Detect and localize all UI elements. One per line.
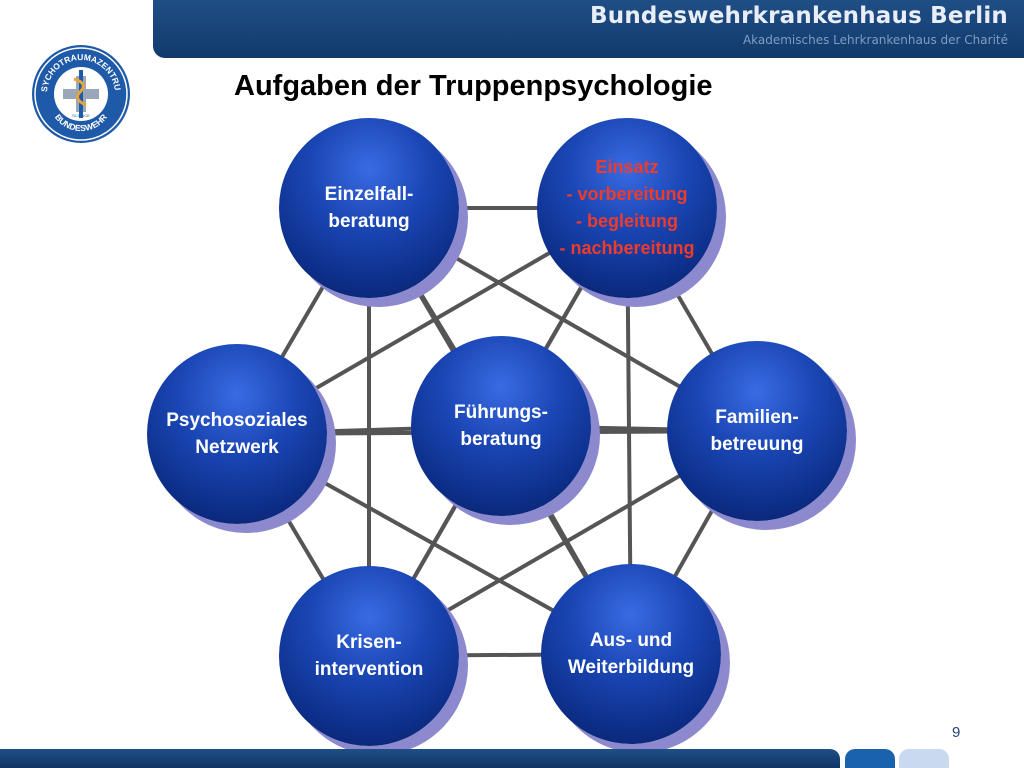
node-label-line: intervention xyxy=(314,659,424,680)
node-label-line: Einsatz xyxy=(595,157,659,177)
node-label-line: Psychosoziales xyxy=(166,410,308,431)
node-fuehrungsberatung: Führungs- beratung xyxy=(411,336,591,516)
hospital-name: Bundeswehrkrankenhaus Berlin xyxy=(590,3,1008,29)
node-psychosoziales-netzwerk: Psychosoziales Netzwerk xyxy=(147,344,327,524)
node-krisenintervention: Krisen- intervention xyxy=(279,566,459,746)
node-label-line: Krisen- xyxy=(336,632,402,653)
footer-tab-dark xyxy=(845,749,895,768)
psychotraumazentrum-logo-icon: PSYCHOTRAUMAZENTRUM BUNDESWEHR SCIENCE xyxy=(30,43,132,145)
node-einzelfallberatung: Einzelfall- beratung xyxy=(279,118,459,298)
node-label-line: Netzwerk xyxy=(195,437,279,458)
footer-tab-light xyxy=(899,749,949,768)
node-label-line: beratung xyxy=(460,429,542,450)
node-label-line: Weiterbildung xyxy=(567,657,695,678)
hospital-subtitle: Akademisches Lehrkrankenhaus der Charité xyxy=(742,33,1008,47)
node-label-line: beratung xyxy=(328,211,410,232)
node-label-line: Familien- xyxy=(715,407,799,428)
node-label-line: betreuung xyxy=(710,434,804,455)
node-familienbetreuung: Familien- betreuung xyxy=(667,341,847,521)
node-label-line: Aus- und xyxy=(589,630,673,651)
node-label-line: - begleitung xyxy=(576,211,678,231)
node-einsatz: Einsatz - vorbereitung - begleitung - na… xyxy=(537,118,717,298)
node-aus-und-weiterbildung: Aus- und Weiterbildung xyxy=(541,564,721,744)
node-label-line: Führungs- xyxy=(454,402,548,423)
node-label-line: - vorbereitung xyxy=(566,184,688,204)
header-bar: Bundeswehrkrankenhaus Berlin Akademische… xyxy=(153,0,1024,58)
node-label-line: - nachbereitung xyxy=(559,238,695,258)
node-label-line: Einzelfall- xyxy=(324,184,414,205)
logo-small-text: SCIENCE xyxy=(72,113,90,118)
page-number: 9 xyxy=(952,724,961,741)
page-title: Aufgaben der Truppenpsychologie xyxy=(234,70,713,102)
footer-bar xyxy=(0,749,840,768)
